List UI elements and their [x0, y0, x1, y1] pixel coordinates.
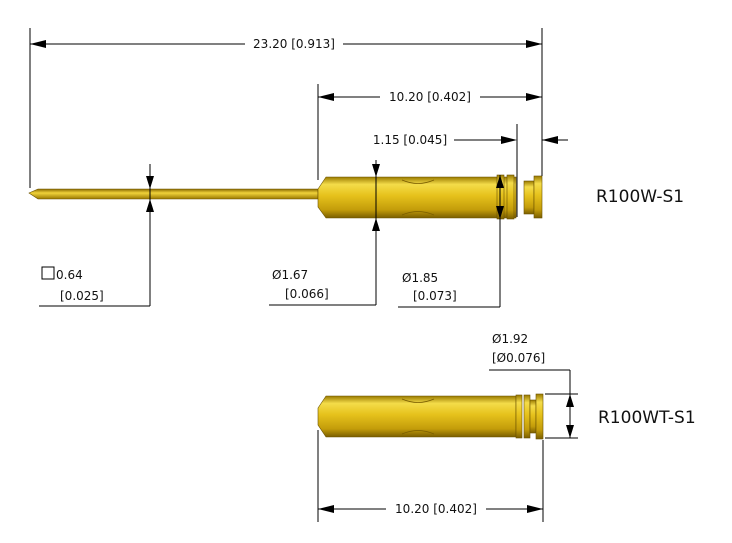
top-plunger: [28, 188, 319, 200]
square-symbol-icon: [41, 266, 55, 280]
dim-barrel-len-bottom: 10.20 [0.402]: [317, 430, 544, 522]
top-neck: [523, 180, 535, 215]
dim-barrel-dia-line1: Ø1.67: [272, 268, 308, 282]
dim-ring-dia-line2: [0.073]: [413, 289, 457, 303]
dim-tip-sq-line1: 0.64: [56, 268, 83, 282]
dim-overall: 23.20 [0.913]: [29, 28, 543, 188]
top-ring-2: [506, 174, 515, 220]
bottom-probe: [317, 393, 544, 440]
part-label-bottom: R100WT-S1: [598, 408, 696, 428]
bottom-ring-2: [523, 394, 531, 439]
dim-tip-sq-line2: [0.025]: [60, 289, 104, 303]
top-probe: [28, 174, 543, 220]
top-head: [533, 175, 543, 219]
top-barrel: [317, 176, 517, 219]
dim-head-dia-line1: Ø1.92: [492, 332, 528, 346]
dim-barrel-len-bottom-label: 10.20 [0.402]: [395, 502, 477, 516]
dim-head-dia-line2: [Ø0.076]: [492, 351, 545, 365]
dim-barrel-len-top-label: 10.20 [0.402]: [389, 90, 471, 104]
bottom-ring-1: [515, 394, 523, 439]
dim-ring-width: 1.15 [0.045]: [373, 124, 568, 217]
dim-head-dia: Ø1.92 [Ø0.076]: [489, 332, 578, 439]
part-label-top: R100W-S1: [596, 187, 684, 207]
dim-barrel-dia: Ø1.67 [0.066]: [269, 160, 380, 306]
dim-overall-label: 23.20 [0.913]: [253, 37, 335, 51]
dim-barrel-dia-line2: [0.066]: [285, 287, 329, 301]
dim-ring-dia-line1: Ø1.85: [402, 271, 438, 285]
dim-ring-dia: Ø1.85 [0.073]: [398, 175, 504, 308]
bottom-neck: [529, 399, 537, 434]
dim-barrel-len-top: 10.20 [0.402]: [317, 84, 542, 180]
dim-ring-width-label: 1.15 [0.045]: [373, 133, 447, 147]
bottom-head: [535, 393, 544, 440]
dim-tip-square: 0.64 [0.025]: [39, 164, 154, 307]
